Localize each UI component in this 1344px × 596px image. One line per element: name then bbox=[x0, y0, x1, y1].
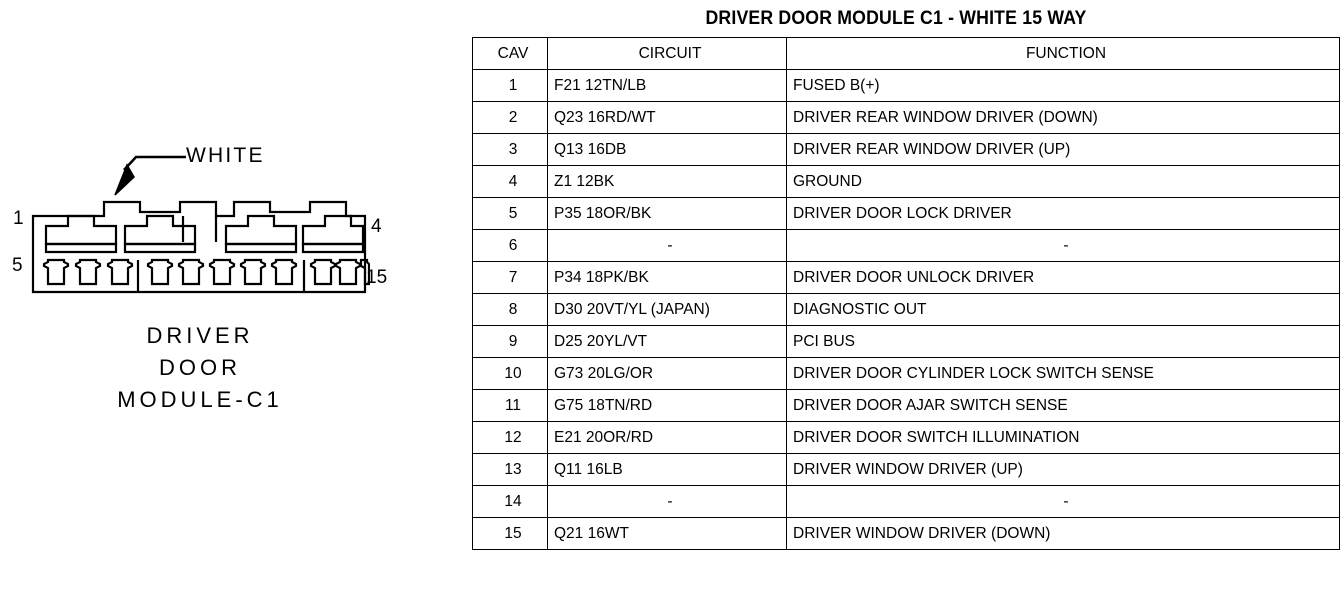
cell-circuit: D30 20VT/YL (JAPAN) bbox=[547, 293, 787, 326]
cell-cav: 11 bbox=[472, 389, 548, 422]
cell-circuit: P34 18PK/BK bbox=[547, 261, 787, 294]
cell-function: DRIVER WINDOW DRIVER (UP) bbox=[786, 453, 1340, 486]
cell-cav: 13 bbox=[472, 453, 548, 486]
cell-circuit: G75 18TN/RD bbox=[547, 389, 787, 422]
cell-circuit: E21 20OR/RD bbox=[547, 421, 787, 454]
cell-function: - bbox=[786, 229, 1340, 262]
cell-cav: 15 bbox=[472, 517, 548, 550]
pin-label-top-left: 1 bbox=[13, 208, 24, 229]
table-row: 6-- bbox=[472, 229, 1340, 262]
column-header-circuit: CIRCUIT bbox=[547, 37, 787, 70]
cell-circuit: P35 18OR/BK bbox=[547, 197, 787, 230]
pin-label-bottom-right: 15 bbox=[366, 267, 388, 288]
connector-diagram-panel: WHITE bbox=[0, 0, 440, 596]
cell-circuit: Q11 16LB bbox=[547, 453, 787, 486]
cell-function: DRIVER DOOR SWITCH ILLUMINATION bbox=[786, 421, 1340, 454]
cell-function: DRIVER WINDOW DRIVER (DOWN) bbox=[786, 517, 1340, 550]
table-row: 14-- bbox=[472, 485, 1340, 518]
connector-caption: DRIVER DOOR MODULE-C1 bbox=[0, 320, 400, 416]
cell-cav: 6 bbox=[472, 229, 548, 262]
cell-circuit: F21 12TN/LB bbox=[547, 69, 787, 102]
cell-cav: 1 bbox=[472, 69, 548, 102]
cell-cav: 7 bbox=[472, 261, 548, 294]
cell-circuit: G73 20LG/OR bbox=[547, 357, 787, 390]
cell-circuit: - bbox=[547, 229, 787, 262]
cell-cav: 2 bbox=[472, 101, 548, 134]
table-header-row: CAV CIRCUIT FUNCTION bbox=[472, 37, 1340, 70]
pinout-table-panel: DRIVER DOOR MODULE C1 - WHITE 15 WAY CAV… bbox=[472, 8, 1340, 550]
connector-body-outline bbox=[31, 200, 370, 294]
column-header-cav: CAV bbox=[472, 37, 548, 70]
caption-line-2: DOOR bbox=[159, 355, 241, 380]
cell-circuit: D25 20YL/VT bbox=[547, 325, 787, 358]
cell-cav: 8 bbox=[472, 293, 548, 326]
cell-function: DRIVER REAR WINDOW DRIVER (UP) bbox=[786, 133, 1340, 166]
cell-circuit: - bbox=[547, 485, 787, 518]
cell-cav: 10 bbox=[472, 357, 548, 390]
column-header-function: FUNCTION bbox=[786, 37, 1340, 70]
cell-function: DRIVER DOOR UNLOCK DRIVER bbox=[786, 261, 1340, 294]
caption-line-3: MODULE-C1 bbox=[117, 387, 283, 412]
cell-function: DIAGNOSTIC OUT bbox=[786, 293, 1340, 326]
cell-function: DRIVER REAR WINDOW DRIVER (DOWN) bbox=[786, 101, 1340, 134]
cell-cav: 4 bbox=[472, 165, 548, 198]
cell-function: PCI BUS bbox=[786, 325, 1340, 358]
cell-function: FUSED B(+) bbox=[786, 69, 1340, 102]
cell-cav: 5 bbox=[472, 197, 548, 230]
cell-function: GROUND bbox=[786, 165, 1340, 198]
cell-circuit: Q13 16DB bbox=[547, 133, 787, 166]
table-title: DRIVER DOOR MODULE C1 - WHITE 15 WAY bbox=[705, 8, 1087, 29]
cell-circuit: Q21 16WT bbox=[547, 517, 787, 550]
caption-line-1: DRIVER bbox=[146, 323, 254, 348]
cell-function: - bbox=[786, 485, 1340, 518]
cell-circuit: Z1 12BK bbox=[547, 165, 787, 198]
pin-label-bottom-left: 5 bbox=[12, 255, 23, 276]
cell-function: DRIVER DOOR LOCK DRIVER bbox=[786, 197, 1340, 230]
cell-circuit: Q23 16RD/WT bbox=[547, 101, 787, 134]
cell-cav: 9 bbox=[472, 325, 548, 358]
arrow-pointer-icon bbox=[114, 155, 186, 196]
cell-cav: 14 bbox=[472, 485, 548, 518]
cell-function: DRIVER DOOR AJAR SWITCH SENSE bbox=[786, 389, 1340, 422]
cell-function: DRIVER DOOR CYLINDER LOCK SWITCH SENSE bbox=[786, 357, 1340, 390]
connector-color-callout-label: WHITE bbox=[186, 144, 265, 167]
pin-label-top-right: 4 bbox=[371, 216, 382, 237]
cell-cav: 3 bbox=[472, 133, 548, 166]
cell-cav: 12 bbox=[472, 421, 548, 454]
